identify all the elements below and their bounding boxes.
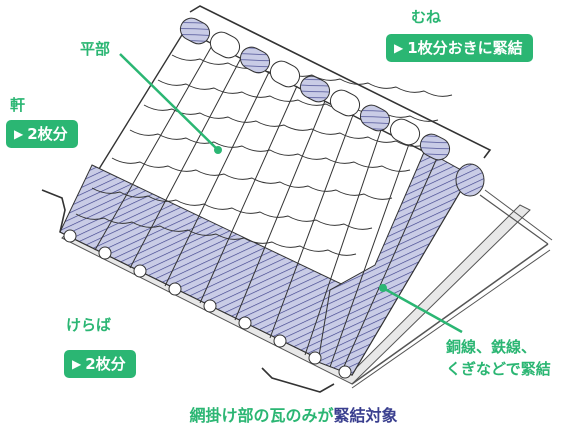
badge-kerabu-text: 2枚分 (85, 355, 126, 373)
badge-noki-text: 2枚分 (27, 125, 68, 143)
caption-highlight: 緊結対象 (333, 406, 398, 425)
verge-bracket (261, 367, 335, 393)
badge-kerabu: ▶2枚分 (64, 350, 136, 378)
eave-tile-ends (63, 229, 352, 379)
play-triangle-icon: ▶ (14, 127, 24, 141)
play-triangle-icon: ▶ (394, 41, 404, 55)
label-hirabu: 平部 (80, 40, 111, 58)
eave-bracket (41, 189, 66, 233)
pointer-wire (382, 286, 463, 334)
tile-grid (75, 43, 453, 372)
caption-prefix: 網掛け部の瓦のみが (189, 406, 334, 425)
label-kerabu: けらば (66, 316, 112, 334)
badge-mune: ▶1枚分おきに緊結 (386, 34, 533, 62)
label-wire-line1: 銅線、鉄線、 (446, 338, 537, 356)
label-wire-line2: くぎなどで緊結 (446, 360, 551, 378)
pointer-hirabu (119, 53, 219, 151)
caption: 網掛け部の瓦のみが緊結対象 (0, 402, 587, 426)
label-mune: むね (411, 8, 442, 26)
label-noki: 軒 (10, 96, 26, 114)
right-eave-board (351, 243, 549, 385)
ridge-bracket (189, 5, 492, 159)
bracket-lines (41, 5, 492, 393)
play-triangle-icon: ▶ (72, 357, 82, 371)
badge-mune-text: 1枚分おきに緊結 (407, 39, 523, 57)
ridge-tiles (179, 17, 485, 197)
badge-noki: ▶2枚分 (6, 120, 78, 148)
